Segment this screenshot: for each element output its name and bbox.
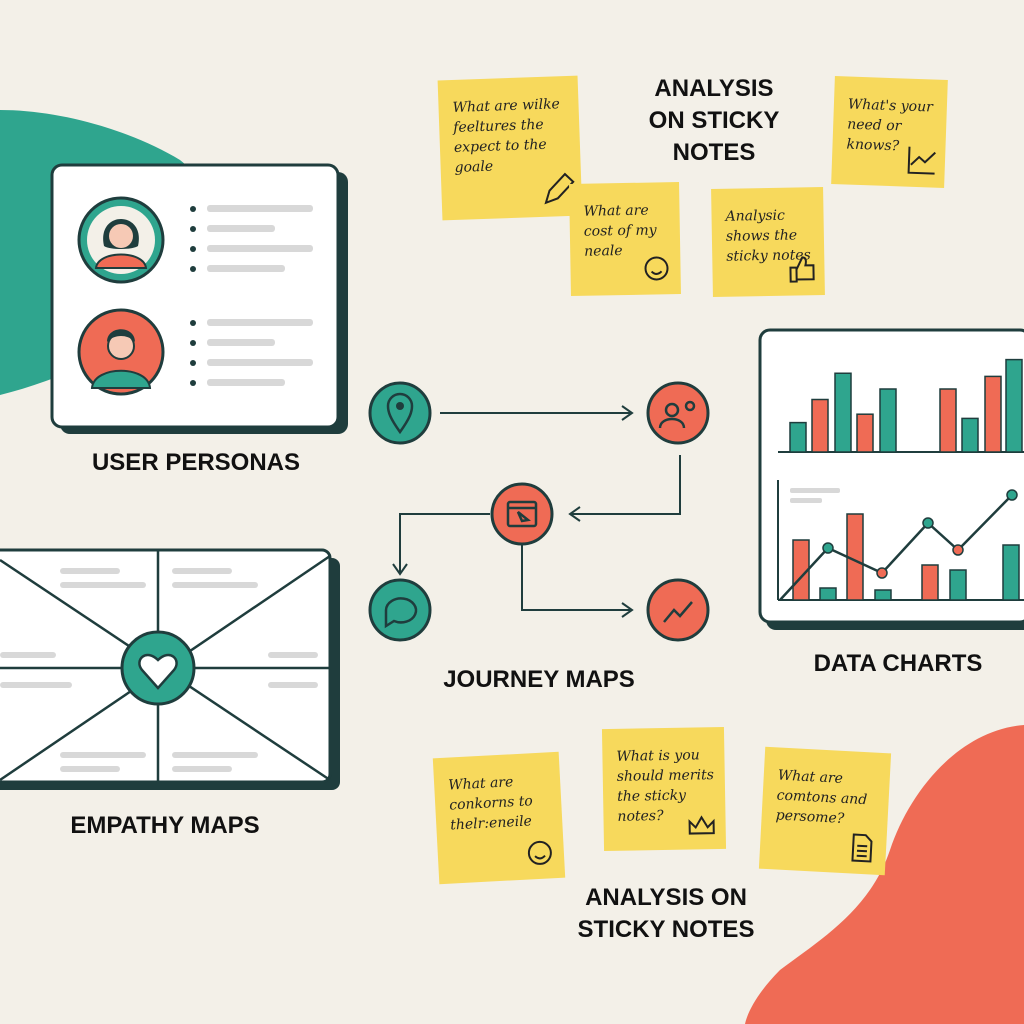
chart-bar [874, 589, 892, 601]
avatar-female [77, 196, 165, 284]
sticky-note-text: What are wilke [452, 96, 560, 116]
chart-bar [811, 398, 829, 453]
sticky-note-text: goale [454, 159, 493, 176]
journey-node-user [646, 381, 710, 445]
empathy-maps-label: EMPATHY MAPS [70, 812, 259, 839]
journey-node-browser [490, 482, 554, 546]
avatar-male [77, 308, 165, 396]
chart-bar [939, 388, 957, 453]
analysis-title-line: NOTES [673, 139, 756, 166]
chart-point [1006, 489, 1018, 501]
sticky-note-text: sticky notes [726, 247, 811, 264]
sticky-note-text: shows the [726, 227, 797, 244]
chart-bar [984, 375, 1002, 453]
thumbs-up-icon [789, 256, 815, 283]
chart-bar [819, 587, 837, 601]
sticky-note-text: knows? [846, 137, 900, 155]
persona-detail-lines [190, 205, 313, 386]
journey-node-trend [646, 578, 710, 642]
sticky-note-text: the sticky [617, 788, 687, 805]
sticky-note-text: expect to the [454, 137, 547, 156]
user-personas-card [50, 163, 348, 434]
pencil-icon [544, 172, 575, 205]
chart-bar [949, 569, 967, 601]
sticky-note-text: What are [583, 203, 648, 220]
document-icon [851, 833, 873, 863]
browser-cursor-icon [506, 500, 538, 528]
data-charts-card [758, 328, 1024, 630]
sticky-note-text: feeltures the [452, 117, 544, 136]
smiley-icon [527, 840, 552, 865]
chart-bar [789, 421, 807, 453]
journey-node-chat [368, 578, 432, 642]
journey-map [392, 405, 681, 618]
sticky-note-text: notes? [617, 808, 664, 825]
heart-icon [138, 653, 178, 690]
chat-bubble-icon [384, 597, 418, 629]
empathy-map-card [0, 548, 340, 790]
analysis-title-bottom: ANALYSIS ON STICKY NOTES [578, 884, 755, 943]
analysis-title-line: ON STICKY [649, 107, 780, 134]
crown-icon [688, 815, 715, 835]
analysis-title-top: ANALYSIS ON STICKY NOTES [649, 75, 780, 166]
sticky-note-text: What's your [848, 97, 935, 116]
sticky-note-text: need or [847, 117, 903, 135]
chart-bar [834, 372, 852, 453]
sticky-note-text: What is you [616, 747, 700, 764]
chart-bar [856, 413, 874, 453]
sticky-note-text: cost of my [584, 222, 658, 239]
sticky-note-text: neale [584, 243, 623, 260]
sticky-note-text: What are [448, 774, 514, 793]
smiley-icon [644, 256, 669, 281]
sticky-note: What is you should merits the sticky notes? [601, 726, 727, 852]
analysis-title-line: STICKY NOTES [578, 916, 755, 943]
chart-point [922, 517, 934, 529]
user-settings-icon [658, 400, 696, 429]
sticky-note-text: comtons and [776, 787, 867, 808]
journey-node-location [368, 381, 432, 445]
sticky-note-text: What are [777, 767, 843, 786]
chart-bar [961, 417, 979, 453]
chart-bar [879, 388, 897, 453]
analysis-title-line: ANALYSIS ON [585, 884, 747, 911]
sticky-note-text: conkorns to [449, 793, 533, 813]
chart-bar [1002, 544, 1020, 601]
user-personas-label: USER PERSONAS [92, 449, 300, 476]
location-pin-icon [386, 392, 414, 435]
trend-up-icon [663, 601, 693, 623]
chart-point [876, 567, 888, 579]
sticky-note-text: should merits [617, 767, 714, 785]
chart-point [822, 542, 834, 554]
sticky-note-text: persome? [775, 807, 845, 827]
journey-maps-label: JOURNEY MAPS [443, 666, 635, 693]
analysis-title-line: ANALYSIS [654, 75, 773, 102]
sticky-note: Analysic shows the sticky notes [711, 187, 825, 297]
data-charts-label: DATA CHARTS [814, 650, 983, 677]
trend-chart-icon [907, 146, 936, 175]
chart-bar [1005, 358, 1023, 453]
sticky-note: What are cost of my neale [569, 182, 681, 296]
sticky-note-text: thelr:eneile [450, 813, 532, 833]
chart-bar [921, 564, 939, 601]
chart-line [779, 494, 1013, 601]
sticky-note-text: Analysic [723, 208, 785, 225]
chart-point [952, 544, 964, 556]
